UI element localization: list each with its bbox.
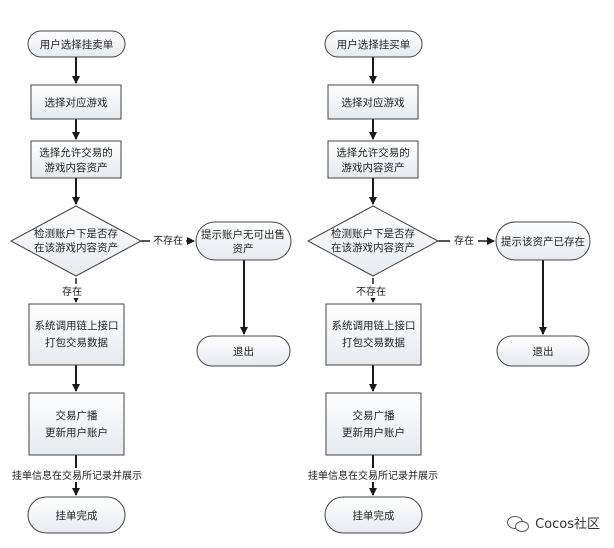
right-start-node [324,30,423,58]
right-start-label: 用户选择挂买单 [337,38,411,51]
left-step4-label-2: 更新用户账户 [45,426,108,439]
left-step4-node [28,392,125,456]
right-decision-node [306,205,440,277]
left-exit-label: 退出 [233,345,254,358]
left-side-label-2: 资产 [233,242,254,255]
left-record-label-bg [6,468,148,482]
left-step3-label-1: 系统调用链上接口 [35,319,119,332]
watermark: Cocos社区 [507,513,600,532]
left-side-node [195,221,292,261]
right-final-node [324,496,423,534]
right-step2-label-2: 游戏内容资产 [342,161,405,174]
left-final-label: 挂单完成 [56,509,98,522]
right-side-label: 提示该资产已存在 [501,235,585,248]
left-step1-node [30,84,122,120]
left-final-node [27,496,126,534]
right-step2-label-1: 选择允许交易的 [336,146,410,159]
right-step3-label-1: 系统调用链上接口 [332,319,416,332]
right-step4-node [325,392,422,456]
left-no-label: 不存在 [153,234,183,247]
right-step2-node [327,140,419,179]
left-side-label-1: 提示账户无可出售 [201,228,285,241]
left-flow: 用户选择挂卖单 选择对应游戏 选择允许交易的 游戏内容资产 检测账户下是否存 在… [6,30,292,534]
right-record-label-bg [302,468,444,482]
right-no-label-bg [353,284,389,298]
right-flow: 用户选择挂买单 选择对应游戏 选择允许交易的 游戏内容资产 检测账户下是否存 在… [302,30,591,534]
right-step4-label-2: 更新用户账户 [342,426,405,439]
left-no-label-bg [150,233,186,247]
watermark-text: Cocos社区 [535,517,600,532]
left-yes-label-bg [58,284,86,298]
right-step3-label-2: 打包交易数据 [342,336,405,349]
left-decision-label-2: 在该游戏内容资产 [34,241,118,254]
right-exit-node [496,335,590,367]
right-step1-node [327,84,419,120]
left-decision-label-1: 检测账户下是否存 [34,227,118,240]
left-exit-node [196,335,291,367]
right-decision-label-2: 在该游戏内容资产 [331,241,415,254]
wechat-icon [507,514,530,532]
right-decision-label-1: 检测账户下是否存 [331,227,415,240]
right-yes-label: 存在 [454,234,474,247]
right-step1-label: 选择对应游戏 [342,96,405,109]
right-yes-label-bg [450,233,478,247]
right-step4-label-1: 交易广播 [353,409,395,422]
left-step3-label-2: 打包交易数据 [45,336,108,349]
left-step4-label-1: 交易广播 [56,409,98,422]
right-exit-label: 退出 [533,345,554,358]
right-no-label: 不存在 [356,285,386,298]
left-decision-node [9,205,143,277]
left-step2-label-1: 选择允许交易的 [39,146,113,159]
left-step2-label-2: 游戏内容资产 [45,161,108,174]
right-record-label: 挂单信息在交易所记录并展示 [308,469,438,482]
right-side-node [495,221,591,261]
right-step3-node [325,303,422,366]
left-record-label: 挂单信息在交易所记录并展示 [12,469,142,482]
left-step2-node [30,140,122,179]
right-final-label: 挂单完成 [353,509,395,522]
left-yes-label: 存在 [62,285,82,298]
left-start-node [27,30,126,58]
left-step3-node [28,303,125,366]
left-start-label: 用户选择挂卖单 [40,38,114,51]
left-step1-label: 选择对应游戏 [45,96,108,109]
